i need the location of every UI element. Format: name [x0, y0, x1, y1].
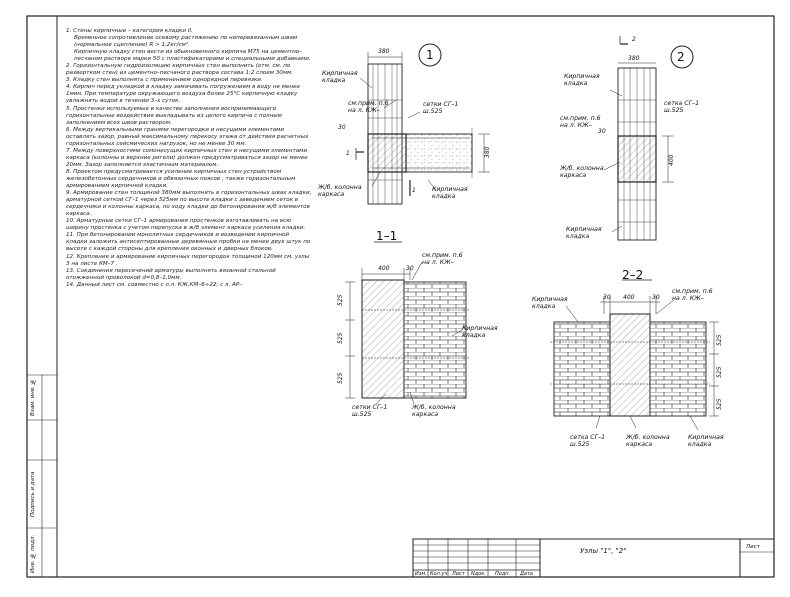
- node1-dim-gap: 30: [338, 124, 346, 131]
- section22-kladka-top-label: Кирпичная кладка: [532, 296, 568, 310]
- note-13: 13. Соединения пересечений арматуры выпо…: [66, 267, 276, 281]
- section22-kladka-label: Кирпичная кладка: [688, 434, 724, 448]
- node1-number: 1: [426, 48, 434, 62]
- titleblock-col-list: Лист: [452, 571, 465, 577]
- node1-plan: [355, 43, 490, 205]
- note-11: 11. При бетонировании монолитных сердечн…: [66, 232, 311, 253]
- note-10: 10. Арматурные сетки СГ–1 армирования пр…: [66, 218, 306, 232]
- note-3: 3. Кладку стен выполнять с применением о…: [66, 77, 263, 84]
- node1-dim-right: 380: [484, 146, 491, 158]
- section22-dim-gap1: 30: [603, 294, 611, 301]
- section11: [345, 241, 470, 405]
- note-7: 7. Между поверхностями сомонесущих кирпи…: [66, 147, 308, 168]
- node1-cut-bottom: 1: [412, 187, 416, 194]
- note-1b: Кирпичную кладку стен вести из обыкновен…: [74, 49, 311, 63]
- section11-dim-top: 400: [378, 265, 390, 272]
- section22-dim-v3: 525: [716, 398, 723, 410]
- node2-setka-label: сетка СГ–1 ш.525: [664, 100, 700, 114]
- node1-kladka-label: Кирпичная кладка: [322, 70, 358, 84]
- note-4: 4. Кирпич перед укладкой в кладку замачи…: [66, 84, 300, 105]
- titleblock-sheet-label: Лист: [746, 544, 760, 550]
- node2-dim-top: 380: [628, 55, 640, 62]
- note-12: 12. Крепление и армирование кирпичных пе…: [66, 253, 310, 267]
- titleblock-col-izm: Изм.: [415, 571, 427, 577]
- note-5: 5. Простенки используемые в качестве зап…: [66, 105, 282, 126]
- section22: [550, 279, 719, 431]
- note-14: 14. Данный лист см. совместно с л.л. КЖ,…: [66, 281, 243, 288]
- section11-dim-v2: 525: [337, 332, 344, 344]
- node2-dim-side: 400: [668, 154, 675, 166]
- titleblock-col-koluch: Кол.уч: [430, 571, 448, 577]
- section11-dim-v1: 525: [337, 294, 344, 306]
- section11-dim-gap: 30: [406, 265, 414, 272]
- stamp-vzam-inv: Взам. инв. №: [30, 378, 36, 417]
- titleblock-title: Узлы "1", "2": [580, 547, 627, 555]
- section22-dim-v1: 525: [716, 334, 723, 346]
- section11-note-label: см.прим. п.6 на л. КЖ–: [422, 252, 463, 266]
- section11-kladka-label: Кирпичная кладка: [462, 325, 498, 339]
- node2-number: 2: [677, 50, 685, 64]
- section11-dim-v3: 525: [337, 372, 344, 384]
- stamp-inv-podl: Инв. № подл.: [30, 534, 36, 573]
- section22-dim-v2: 525: [716, 366, 723, 378]
- section22-dim-gap2: 30: [652, 294, 660, 301]
- stamp-signature-date: Подпись и дата: [30, 471, 36, 517]
- section22-kolonna-label: Ж/б. колонна каркаса: [626, 434, 670, 448]
- node1-kolonna-label: Ж/б. колонна каркаса: [318, 184, 362, 198]
- section22-title: 2–2: [622, 268, 644, 282]
- sheet-frame: [26, 15, 775, 578]
- section11-kolonna-label: Ж/б. колонна каркаса: [412, 404, 456, 418]
- node2-kolonna-label: Ж/б. колонна каркаса: [560, 165, 604, 179]
- node2-cut: 2: [632, 36, 636, 43]
- note-8: 8. Проектом предусматривается усиление к…: [66, 168, 296, 190]
- note-1: 1. Стены кирпичные – категория кладки II…: [66, 28, 193, 34]
- note-2: 2. Горизонтальную гидроизоляцию кирпичны…: [66, 63, 294, 77]
- title-block-lines: [412, 538, 775, 578]
- section22-setka-label: сетка СГ–1 ш.525: [570, 434, 606, 448]
- note-1a: Временное сопротивление осевому растяжен…: [74, 35, 298, 49]
- section11-title: 1–1: [376, 229, 398, 243]
- node1-kladka2-label: Кирпичная кладка: [432, 186, 468, 200]
- side-stamp: Инв. № подл. Подпись и дата Взам. инв. №: [30, 375, 44, 579]
- node1-cut-left: 1: [346, 150, 350, 157]
- section11-setka-label: сетки СГ–1 ш.525: [352, 404, 388, 418]
- node2-kladka2-label: Кирпичная кладка: [566, 226, 602, 240]
- general-notes: 1. Стены кирпичные – категория кладки II…: [66, 28, 312, 289]
- titleblock-col-data: Дата: [520, 571, 533, 577]
- section22-dim-top: 400: [623, 294, 635, 301]
- section22-note-label: см.прим. п.6 на л. КЖ–: [672, 288, 713, 302]
- node1-note-label: см.прим. п.6 на л. КЖ–: [348, 100, 389, 114]
- side-stamp-lines: [27, 374, 57, 577]
- node1-setka-label: сетки СГ–1 ш.525: [423, 101, 459, 115]
- node2-kladka-label: Кирпичная кладка: [564, 73, 600, 87]
- node2-plan: [603, 36, 694, 241]
- note-9: 9. Армирование стен толщиной 380мм выпол…: [66, 190, 312, 218]
- node1-dim-top: 380: [378, 48, 390, 55]
- titleblock-col-podp: Подп.: [495, 571, 511, 577]
- titleblock-col-ndok: Nдок.: [471, 571, 486, 577]
- node2-note-label: см.прим. п.6 на л. КЖ–: [560, 115, 601, 129]
- node2-dim-gap: 30: [598, 128, 606, 135]
- note-6: 6. Между вертикальными гранями перегород…: [66, 126, 309, 147]
